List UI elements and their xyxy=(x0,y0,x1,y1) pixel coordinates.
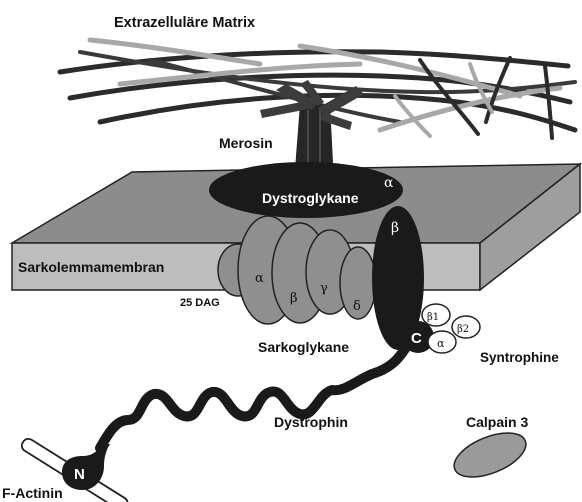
greek-sg-alpha: α xyxy=(255,271,264,286)
greek-syn-b1: β1 xyxy=(427,312,439,323)
label-calpain-3: Calpain 3 xyxy=(466,414,528,430)
label-f-actinin: F-Actinin xyxy=(2,485,63,501)
greek-sg-beta: β xyxy=(290,291,298,306)
label-extrazellulaere-matrix: Extrazelluläre Matrix xyxy=(114,15,255,31)
greek-sg-gamma: γ xyxy=(320,281,328,296)
terminal-n-label: N xyxy=(74,466,85,483)
dystrophin-n-terminal xyxy=(62,444,110,490)
label-dystroglykane: Dystroglykane xyxy=(262,190,359,206)
dystrophin-chain xyxy=(100,338,412,448)
calpain3-protein xyxy=(448,424,532,486)
label-merosin: Merosin xyxy=(219,135,273,151)
greek-sg-delta: δ xyxy=(353,299,361,314)
label-dystrophin: Dystrophin xyxy=(274,414,348,430)
label-sarkolemmamembran: Sarkolemmamembran xyxy=(18,259,164,275)
greek-syn-b2: β2 xyxy=(457,324,469,335)
terminal-c-label: C xyxy=(411,330,422,347)
label-syntrophine: Syntrophine xyxy=(480,350,559,365)
label-sarkoglykane: Sarkoglykane xyxy=(258,339,349,355)
greek-dg-alpha: α xyxy=(384,175,394,191)
greek-dg-beta: β xyxy=(391,220,399,236)
greek-syn-alpha: α xyxy=(437,337,445,350)
label-25-dag: 25 DAG xyxy=(180,297,220,309)
